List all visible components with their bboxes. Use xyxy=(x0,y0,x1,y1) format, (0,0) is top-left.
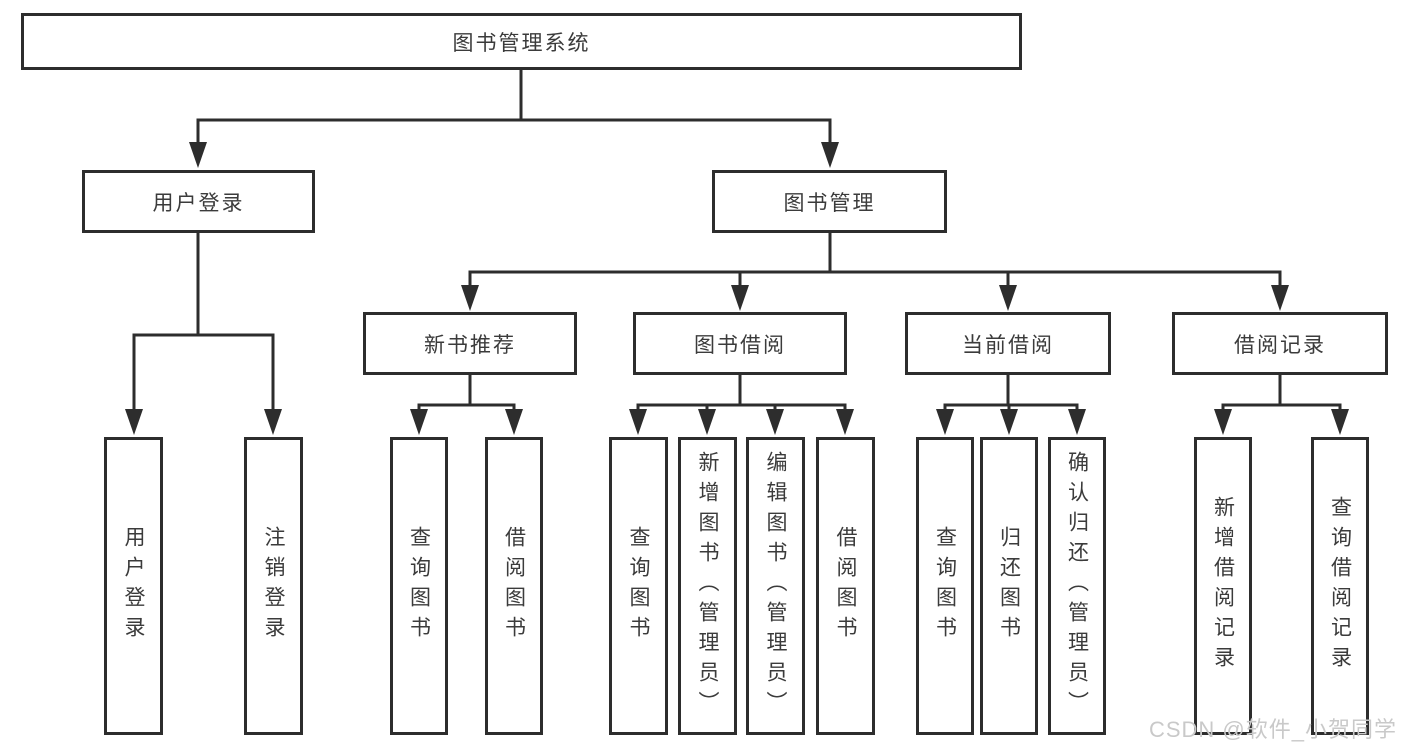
leaf-return-books: 归还图书 xyxy=(980,437,1038,735)
leaf-add-borrow-record: 新增借阅记录 xyxy=(1194,437,1252,735)
node-book-borrow: 图书借阅 xyxy=(633,312,847,375)
leaf-logout-label: 注销登录 xyxy=(262,526,285,646)
leaf-edit-books-admin-label: 编辑图书（管理员） xyxy=(764,451,787,721)
node-current-borrow: 当前借阅 xyxy=(905,312,1111,375)
leaf-borrow-books-recommend-label: 借阅图书 xyxy=(502,526,526,646)
node-borrow-records: 借阅记录 xyxy=(1172,312,1388,375)
leaf-borrow-books: 借阅图书 xyxy=(816,437,875,735)
leaf-return-books-label: 归还图书 xyxy=(997,526,1021,646)
leaf-add-books-admin-label: 新增图书（管理员） xyxy=(696,451,719,721)
node-current-borrow-label: 当前借阅 xyxy=(962,333,1054,357)
node-borrow-records-label: 借阅记录 xyxy=(1234,333,1326,357)
node-new-book-recommend: 新书推荐 xyxy=(363,312,577,375)
leaf-query-books-current-label: 查询图书 xyxy=(933,526,957,646)
node-root-label: 图书管理系统 xyxy=(452,31,591,55)
leaf-borrow-books-recommend: 借阅图书 xyxy=(485,437,543,735)
node-new-book-recommend-label: 新书推荐 xyxy=(424,333,516,357)
leaf-query-books-recommend-label: 查询图书 xyxy=(407,526,431,646)
leaf-confirm-return-admin-label: 确认归还（管理员） xyxy=(1065,451,1089,721)
leaf-query-borrow-record: 查询借阅记录 xyxy=(1311,437,1369,735)
leaf-user-login-label: 用户登录 xyxy=(122,526,145,646)
node-user-login: 用户登录 xyxy=(82,170,315,233)
leaf-query-books-recommend: 查询图书 xyxy=(390,437,448,735)
connector-book-mgmt-to-modules xyxy=(461,233,1289,311)
connector-borrow-records-to-leaves xyxy=(1214,375,1349,435)
connector-user-login-to-leaves xyxy=(125,233,282,435)
leaf-user-login: 用户登录 xyxy=(104,437,163,735)
leaf-add-books-admin: 新增图书（管理员） xyxy=(678,437,737,735)
leaf-query-borrow-record-label: 查询借阅记录 xyxy=(1328,496,1352,676)
csdn-watermark: CSDN @软件_小贺同学 xyxy=(1148,717,1397,742)
connector-current-borrow-to-leaves xyxy=(936,375,1086,435)
leaf-query-books-borrow-label: 查询图书 xyxy=(627,526,650,646)
node-book-management: 图书管理 xyxy=(712,170,947,233)
leaf-logout: 注销登录 xyxy=(244,437,303,735)
leaf-confirm-return-admin: 确认归还（管理员） xyxy=(1048,437,1106,735)
leaf-add-borrow-record-label: 新增借阅记录 xyxy=(1211,496,1235,676)
leaf-edit-books-admin: 编辑图书（管理员） xyxy=(746,437,805,735)
node-book-management-label: 图书管理 xyxy=(783,191,876,215)
leaf-query-books-borrow: 查询图书 xyxy=(609,437,668,735)
leaf-borrow-books-label: 借阅图书 xyxy=(834,526,857,646)
leaf-query-books-current: 查询图书 xyxy=(916,437,974,735)
node-root-library-system: 图书管理系统 xyxy=(21,13,1022,70)
node-book-borrow-label: 图书借阅 xyxy=(694,333,786,357)
connector-book-borrow-to-leaves xyxy=(629,375,854,435)
connector-new-books-to-leaves xyxy=(410,375,523,435)
node-user-login-label: 用户登录 xyxy=(152,191,245,215)
connector-root-to-level2 xyxy=(189,70,839,168)
